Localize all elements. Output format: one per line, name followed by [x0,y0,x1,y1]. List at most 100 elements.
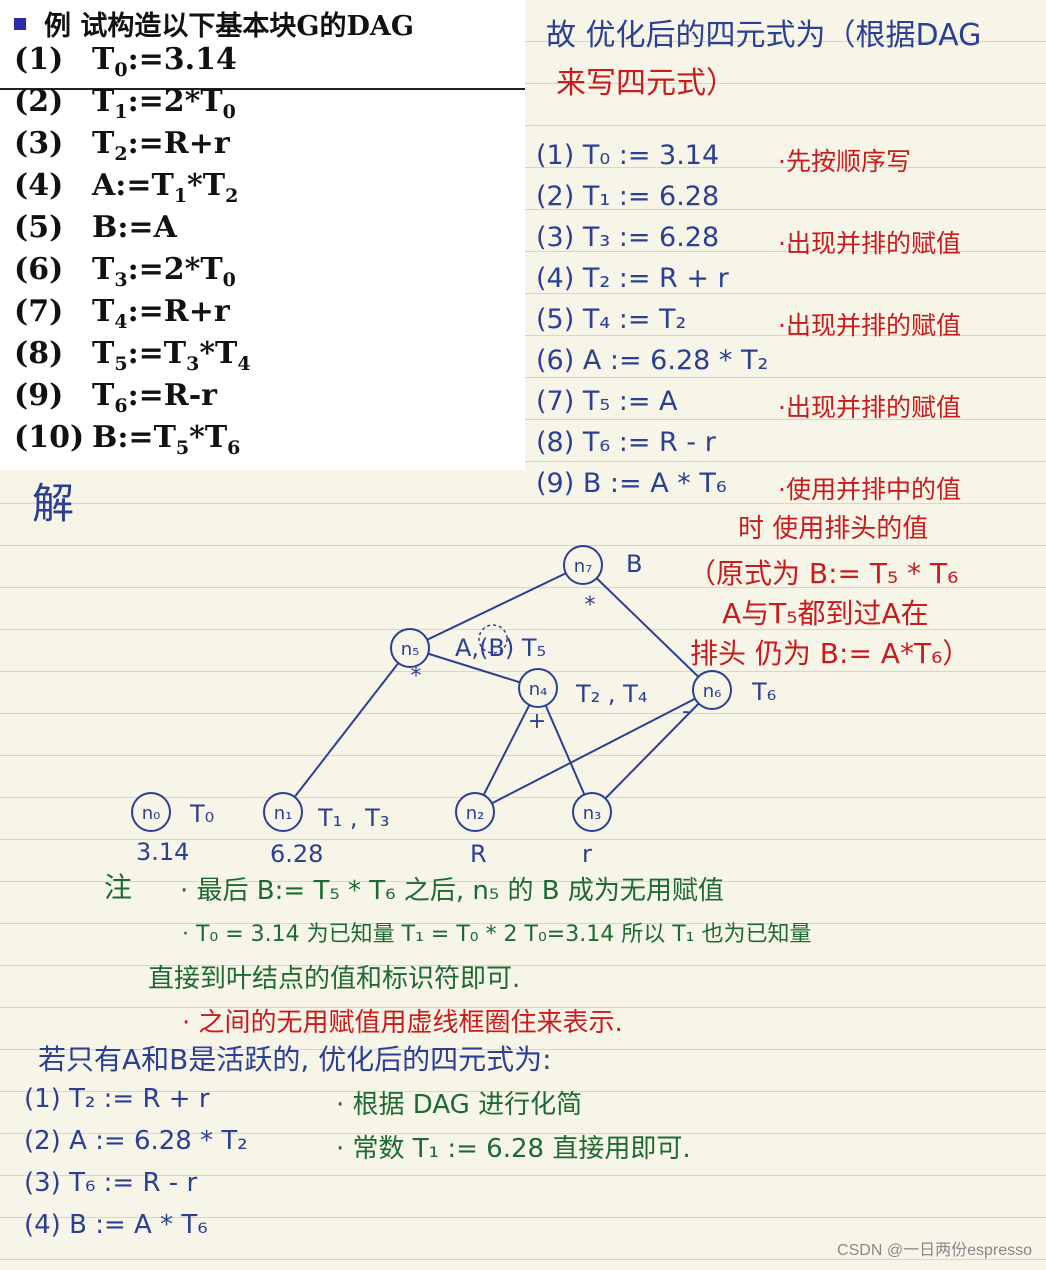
optimized-note-5: ·出现并排的赋值 [778,311,961,340]
dag-node-id: n₀ [142,803,161,824]
final-line-2: (2) A := 6.28 * T₂ [24,1126,248,1156]
optimized-line-9: (9) B := A * T₆ [536,468,727,499]
dag-node-id: n₅ [401,639,420,660]
dag-node-id: n₁ [274,803,293,824]
optimized-line-1: (1) T₀ := 3.14 [536,140,720,171]
optimized-line-2: (2) T₁ := 6.28 [536,181,720,212]
dag-leaf-value: R [470,840,487,868]
final-line-3: (3) T₆ := R - r [24,1168,198,1198]
edge-n6-n3 [591,689,713,813]
printed-problem: 例 试构造以下基本块G的DAG (1)T0:=3.14(2)T1:=2*T0(3… [0,0,525,470]
final-line-1: (1) T₂ := R + r [24,1084,210,1114]
dag-node-n₁ [263,792,303,832]
statement-number: (7) [14,294,64,329]
dag-node-n₇ [563,545,603,585]
optimized-note-9: ·使用并排中的值 [778,475,961,504]
dag-node-operator: + [528,709,546,734]
edge-n5-n4 [409,647,539,689]
dag-node-n₅ [390,628,430,668]
statement-number: (9) [14,378,64,413]
final-note-2: · 常数 T₁ := 6.28 直接用即可. [336,1134,691,1164]
green-note-3: 直接到叶结点的值和标识符即可. [148,964,521,994]
edge-n5-n1 [282,647,411,813]
red-note-4: 排头 仍为 B:= A*T₆） [690,637,971,670]
optimized-line-6: (6) A := 6.28 * T₂ [536,345,769,376]
dag-node-labels: A,(B) T₅ [455,634,546,662]
statement-number: (4) [14,168,64,203]
statement-number: (5) [14,210,64,245]
dag-leaf-value: r [582,840,592,868]
dag-node-labels: T₂ , T₄ [575,680,647,708]
dag-node-id: n₄ [529,679,548,700]
final-heading: 若只有A和B是活跃的, 优化后的四元式为: [38,1043,552,1076]
statement-number: (6) [14,252,64,287]
problem-title: 例 试构造以下基本块G的DAG [14,4,414,43]
dag-node-labels: B [626,550,642,578]
edge-n7-n5 [409,564,584,649]
dag-node-id: n₇ [574,556,593,577]
optimized-note-7: ·出现并排的赋值 [778,393,961,422]
solution-label: 解 [32,479,75,528]
problem-title-text: 例 试构造以下基本块G的DAG [44,11,414,42]
dag-node-labels: T₁ , T₃ [317,804,389,832]
edge-n7-n6 [582,564,713,691]
dag-leaf-value: 6.28 [270,840,323,868]
statement-4: (4)A:=T1*T2 [14,168,239,207]
dag-node-id: n₂ [466,803,485,824]
optimized-line-3: (3) T₃ := 6.28 [536,222,720,253]
optimized-line-5: (5) T₄ := T₂ [536,304,687,335]
dag-node-n₄ [518,668,558,708]
final-line-4: (4) B := A * T₆ [24,1210,208,1240]
statement-number: (3) [14,126,64,161]
optimized-line-4: (4) T₂ := R + r [536,263,729,294]
statement-9: (9)T6:=R-r [14,378,217,417]
dag-edges [282,564,713,813]
dag-node-id: n₃ [583,803,602,824]
statement-number: (8) [14,336,64,371]
edge-n4-n2 [474,687,539,813]
statement-number: (1) [14,42,64,77]
dag-node-labels: T₆ [751,678,776,706]
dag-node-operator: * [411,664,422,689]
header-note-line1: 故 优化后的四元式为（根据DAG [546,18,982,53]
red-note-2: （原式为 B:= T₅ * T₆ [688,557,959,590]
statement-10: (10)B:=T5*T6 [14,420,241,459]
green-note-label: 注 [104,871,133,904]
edge-n6-n2 [474,689,713,813]
statement-3: (3)T2:=R+r [14,126,230,165]
header-note-line2: 来写四元式） [556,66,736,101]
statement-number: (10) [14,420,85,455]
dag-node-n₀ [131,792,171,832]
optimized-line-8: (8) T₆ := R - r [536,427,716,458]
final-note-1: · 根据 DAG 进行化简 [336,1090,583,1120]
red-note-bottom: · 之间的无用赋值用虚线框圈住来表示. [182,1008,623,1038]
optimized-note-3: ·出现并排的赋值 [778,229,961,258]
dag-node-operator: - [682,699,690,724]
dag-node-n₃ [572,792,612,832]
green-note-2: · T₀ = 3.14 为已知量 T₁ = T₀ * 2 T₀=3.14 所以 … [182,922,812,947]
dag-node-operator: * [585,593,596,618]
statement-5: (5)B:=A [14,210,177,245]
bullet-icon [14,17,26,30]
statement-1: (1)T0:=3.14 [14,42,237,81]
optimized-line-7: (7) T₅ := A [536,386,678,417]
edge-n4-n3 [537,687,593,813]
statement-6: (6)T3:=2*T0 [14,252,236,291]
dag-node-n₂ [455,792,495,832]
optimized-note-1: ·先按顺序写 [778,147,911,176]
statement-8: (8)T5:=T3*T4 [14,336,251,375]
statement-2: (2)T1:=2*T0 [14,84,236,123]
red-note-3: A与T₅都到过A在 [722,597,929,630]
statement-number: (2) [14,84,64,119]
watermark: CSDN @一日两份espresso [837,1242,1032,1259]
red-note-1: 时 使用排头的值 [738,514,929,544]
statement-7: (7)T4:=R+r [14,294,230,333]
dashed-useless-assignment-circle [478,624,508,654]
dag-node-labels: T₀ [189,800,214,828]
green-note-1: · 最后 B:= T₅ * T₆ 之后, n₅ 的 B 成为无用赋值 [180,876,724,906]
divider [0,88,525,90]
dag-node-id: n₆ [703,681,722,702]
dag-leaf-value: 3.14 [136,838,189,866]
dag-node-n₆ [692,670,732,710]
